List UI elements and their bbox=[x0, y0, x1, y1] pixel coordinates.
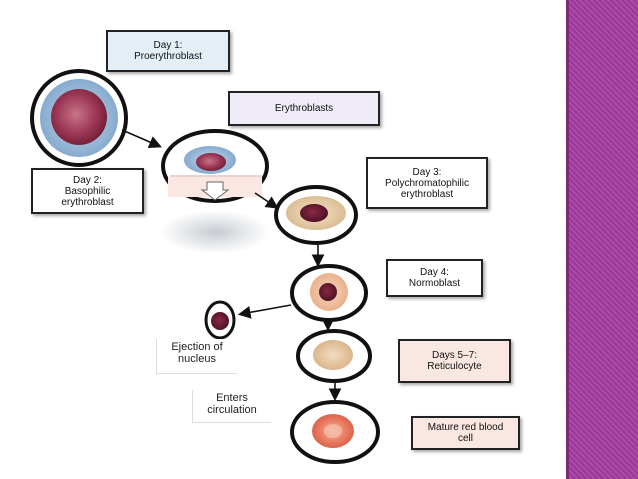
arrow-day2-to-day3 bbox=[254, 192, 279, 209]
mature-line2: cell bbox=[457, 433, 473, 444]
label-day4-normoblast: Day 4: Normoblast bbox=[386, 259, 483, 297]
ejection-line1: Ejection of bbox=[171, 341, 223, 353]
label-days57-reticulocyte: Days 5–7: Reticulocyte bbox=[398, 339, 511, 383]
day4-line1: Day 4: bbox=[420, 267, 449, 278]
arrow-day1-to-day2 bbox=[121, 129, 162, 149]
mature-line1: Mature red blood bbox=[427, 422, 504, 433]
day2-line3: erythroblast bbox=[61, 196, 114, 208]
day3-line2: Polychromatophilic bbox=[385, 177, 469, 189]
ejection-line2: nucleus bbox=[178, 353, 216, 365]
day1-line1: Day 1: bbox=[153, 40, 183, 51]
day1-line2: Proerythroblast bbox=[134, 51, 202, 62]
side-band-texture bbox=[568, 0, 638, 479]
note-ejection-of-nucleus: Ejection of nucleus bbox=[156, 339, 237, 374]
label-day2-basophilic-erythroblast: Day 2: Basophilic erythroblast bbox=[31, 168, 144, 214]
erythroblasts-text: Erythroblasts bbox=[274, 103, 334, 114]
decorative-side-band bbox=[568, 0, 638, 479]
ejected-nucleus-cell bbox=[204, 300, 236, 340]
label-day3-polychromatophilic-erythroblast: Day 3: Polychromatophilic erythroblast bbox=[366, 157, 488, 209]
circulation-line2: circulation bbox=[207, 404, 257, 416]
label-erythroblasts: Erythroblasts bbox=[228, 91, 380, 126]
note-enters-circulation: Enters circulation bbox=[192, 390, 271, 423]
days57-line1: Days 5–7: bbox=[431, 350, 478, 361]
proerythroblast-cell bbox=[30, 69, 128, 167]
mature-red-blood-cell bbox=[290, 400, 380, 464]
day3-line1: Day 3: bbox=[412, 166, 442, 178]
normoblast-cell bbox=[290, 264, 368, 322]
polychromatophilic-erythroblast-cell bbox=[274, 185, 358, 245]
basophilic-erythroblast-cell bbox=[161, 129, 269, 203]
day4-line2: Normoblast bbox=[408, 278, 461, 289]
label-mature-red-blood-cell: Mature red blood cell bbox=[411, 416, 520, 450]
days57-line2: Reticulocyte bbox=[427, 361, 482, 372]
side-band-edge bbox=[566, 0, 569, 479]
label-day1-proerythroblast: Day 1: Proerythroblast bbox=[106, 30, 230, 72]
cell-shadow bbox=[160, 210, 270, 254]
arrow-to-ejected-nucleus bbox=[237, 304, 292, 319]
day2-line1: Day 2: bbox=[73, 174, 102, 186]
day2-line2: Basophilic bbox=[64, 185, 111, 197]
reticulocyte-cell bbox=[296, 329, 372, 383]
circulation-line1: Enters bbox=[216, 392, 248, 404]
day3-line3: erythroblast bbox=[400, 188, 454, 200]
